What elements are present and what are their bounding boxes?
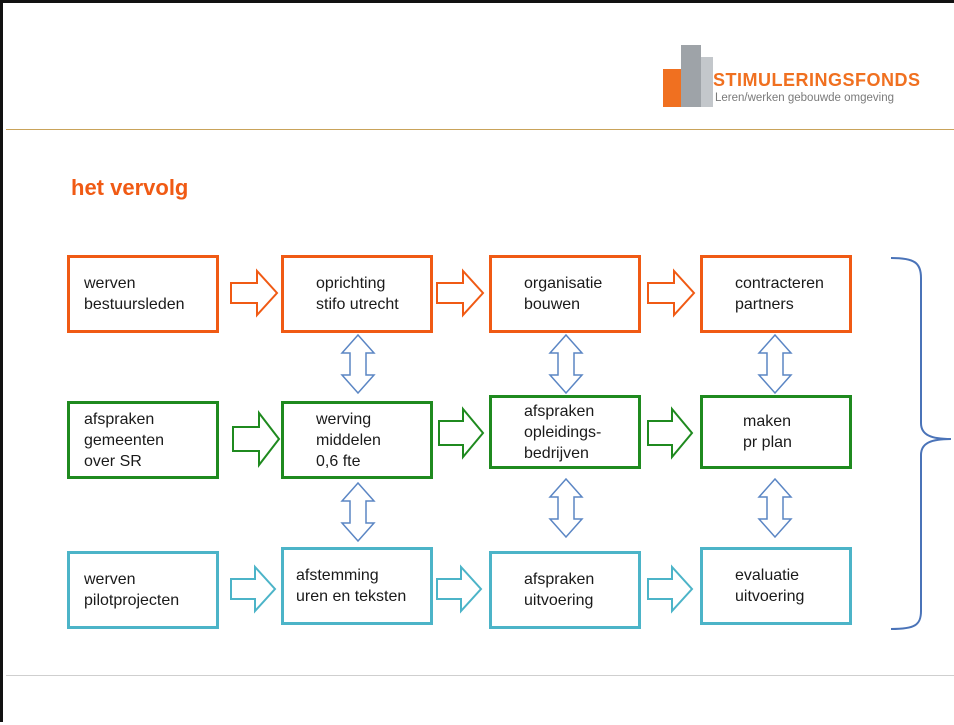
box-line: evaluatie [735,567,800,584]
box-oprichting-stifo-utrecht: oprichting stifo utrecht [281,255,433,333]
up-down-arrow-icon [548,477,584,539]
logo-tagline: Leren/werken gebouwde omgeving [715,92,895,104]
box-werven-bestuursleden: werven bestuursleden [67,255,219,333]
box-line: opleidings- [524,423,602,441]
box-afspraken-opleidingsbedrijven: afspraken opleidings- bedrijven [489,395,641,469]
slide-title: het vervolg [71,175,189,200]
right-arrow-icon [647,268,696,318]
box-afstemming-uren-teksten: afstemming uren en teksten [281,547,433,625]
box-afspraken-uitvoering: afspraken uitvoering [489,551,641,629]
box-line: werving [316,410,372,428]
box-line: organisatie [524,275,603,292]
box-line: bouwen [524,296,581,313]
right-arrow-icon [232,410,281,468]
box-maken-pr-plan: maken pr plan [700,395,852,469]
right-arrow-icon [647,406,694,460]
box-organisatie-bouwen: organisatie bouwen [489,255,641,333]
right-arrow-icon [436,268,485,318]
box-line: afspraken [524,402,595,420]
header-divider [6,129,954,130]
box-line: bestuursleden [84,296,185,313]
logo-bar-orange [663,69,681,107]
box-line: bedrijven [524,444,589,462]
box-line: afspraken [84,410,155,428]
box-line: stifo utrecht [316,296,399,313]
box-line: afstemming [296,567,379,584]
right-arrow-icon [230,564,277,614]
up-down-arrow-icon [757,477,793,539]
box-werven-pilotprojecten: werven pilotprojecten [67,551,219,629]
curly-brace [890,257,952,630]
box-line: gemeenten [84,431,165,449]
box-line: uren en teksten [296,588,407,605]
box-line: contracteren [735,275,824,292]
logo-wordmark: STIMULERINGSFONDS [713,70,921,90]
footer-divider [6,675,954,676]
box-line: werven [84,571,136,588]
right-arrow-icon [438,406,485,460]
box-line: middelen [316,431,381,449]
box-line: uitvoering [524,592,594,609]
box-contracteren-partners: contracteren partners [700,255,852,333]
up-down-arrow-icon [340,333,376,395]
right-arrow-icon [230,268,279,318]
box-line: pilotprojecten [84,592,180,609]
box-line: over SR [84,452,142,470]
box-line: 0,6 fte [316,452,361,470]
up-down-arrow-icon [340,481,376,543]
logo-bar-grey-light [701,57,713,107]
box-werving-middelen: werving middelen 0,6 fte [281,401,433,479]
box-line: partners [735,296,794,313]
box-evaluatie-uitvoering: evaluatie uitvoering [700,547,852,625]
box-line: afspraken [524,571,595,588]
logo-bar-grey [681,45,701,107]
box-afspraken-gemeenten: afspraken gemeenten over SR [67,401,219,479]
up-down-arrow-icon [548,333,584,395]
right-arrow-icon [436,564,483,614]
box-line: oprichting [316,275,386,292]
box-line: maken [743,413,792,430]
box-line: werven [84,275,136,292]
stimuleringsfonds-logo: STIMULERINGSFONDS Leren/werken gebouwde … [663,45,953,115]
up-down-arrow-icon [757,333,793,395]
box-line: uitvoering [735,588,805,605]
box-line: pr plan [743,434,792,451]
right-arrow-icon [647,564,694,614]
